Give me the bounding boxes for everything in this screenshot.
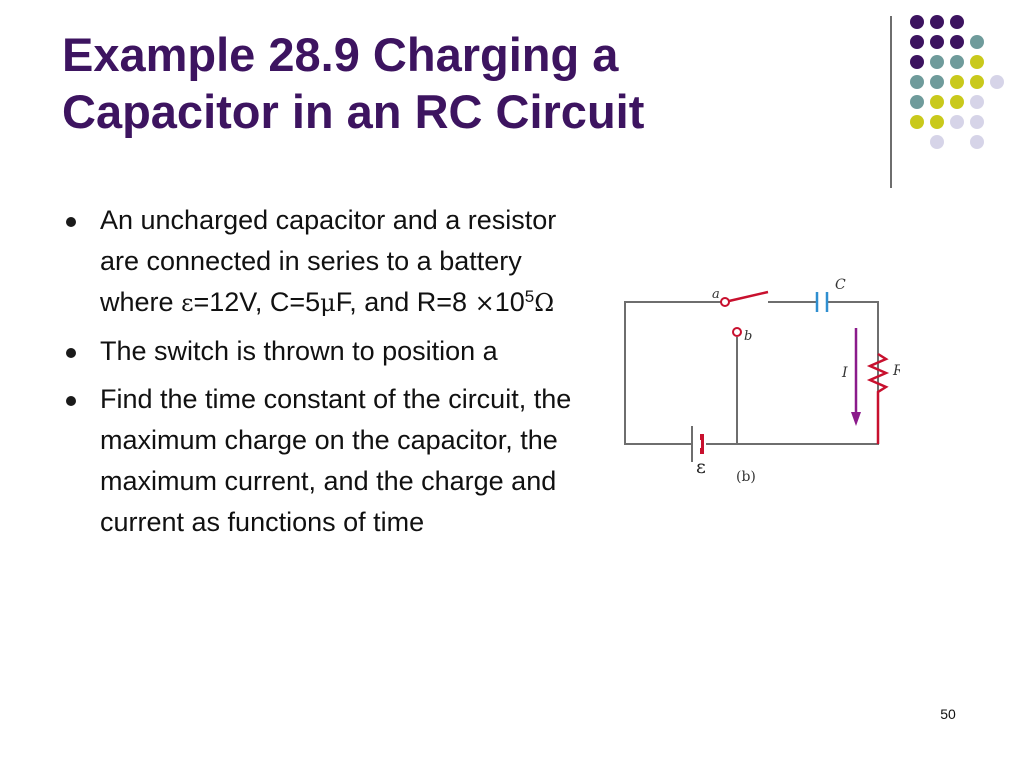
resistor	[866, 352, 890, 444]
decorative-dot	[970, 135, 984, 149]
decorative-dot	[950, 115, 964, 129]
switch	[720, 290, 769, 337]
decorative-dot	[970, 55, 984, 69]
bullet-dot	[66, 217, 76, 227]
decorative-dot	[950, 15, 964, 29]
micro-symbol: μ	[320, 289, 336, 317]
switch-blade	[728, 290, 769, 303]
rc-circuit-diagram: a b C R I ε (b)	[624, 277, 900, 485]
decorative-dot	[910, 75, 924, 89]
decorative-dot	[950, 95, 964, 109]
label-capacitor: C	[835, 277, 846, 293]
current-arrow	[851, 328, 861, 426]
battery	[691, 426, 704, 462]
power-exponent: 5	[524, 287, 535, 306]
circuit-wires	[624, 301, 879, 445]
bullet-item-2: The switch is thrown to position a	[64, 331, 594, 372]
switch-terminal-b	[732, 327, 742, 337]
power-base: 10	[494, 287, 525, 317]
decorative-dot	[970, 75, 984, 89]
page-number: 50	[940, 706, 956, 722]
slide-title-line-1: Example 28.9 Charging a	[62, 28, 619, 81]
bullet-dot	[66, 348, 76, 358]
label-a: a	[712, 287, 720, 302]
epsilon-symbol: ε	[181, 289, 194, 317]
slide-title-line-2: Capacitor in an RC Circuit	[62, 85, 645, 138]
decorative-dot	[950, 55, 964, 69]
decorative-dot	[930, 135, 944, 149]
bullet-2-text: The switch is thrown to position a	[100, 336, 498, 366]
decorative-dot	[910, 35, 924, 49]
decorative-dot	[990, 75, 1004, 89]
decorative-dot	[910, 15, 924, 29]
decorative-dot-grid	[910, 15, 1004, 149]
bullet-1-resistance: F, and R=8	[335, 287, 468, 317]
label-resistor: R	[892, 363, 900, 379]
decorative-dot	[950, 75, 964, 89]
decorative-dot	[930, 95, 944, 109]
capacitor	[815, 292, 829, 312]
decorative-dot	[970, 115, 984, 129]
decorative-dot	[910, 95, 924, 109]
decorative-dot	[930, 75, 944, 89]
label-b: b	[744, 329, 752, 344]
decorative-divider	[890, 16, 892, 188]
decorative-dot	[910, 115, 924, 129]
decorative-dot	[930, 55, 944, 69]
decorative-dot	[950, 35, 964, 49]
decorative-dot	[930, 115, 944, 129]
decorative-dot	[930, 15, 944, 29]
decorative-dot	[970, 35, 984, 49]
decorative-dot	[970, 95, 984, 109]
times-symbol: ×	[474, 289, 495, 317]
decorative-dot	[910, 55, 924, 69]
bullet-1-values: =12V, C=5	[193, 287, 321, 317]
bullet-item-1: An uncharged capacitor and a resistor ar…	[64, 200, 594, 324]
bullet-1-text: An uncharged capacitor and a resistor ar…	[100, 205, 557, 317]
label-emf: ε	[696, 456, 706, 478]
switch-terminal-a	[720, 297, 730, 307]
label-current: I	[841, 365, 848, 381]
bullet-3-text: Find the time constant of the circuit, t…	[100, 384, 572, 537]
circuit-labels: a b C R I ε	[696, 277, 900, 478]
bullet-list: An uncharged capacitor and a resistor ar…	[64, 200, 594, 550]
decorative-dot	[930, 35, 944, 49]
figure-caption: (b)	[736, 469, 756, 485]
slide-title: Example 28.9 Charging a Capacitor in an …	[62, 26, 862, 140]
bullet-item-3: Find the time constant of the circuit, t…	[64, 379, 594, 543]
ohm-symbol: Ω	[534, 289, 555, 317]
bullet-dot	[66, 396, 76, 406]
